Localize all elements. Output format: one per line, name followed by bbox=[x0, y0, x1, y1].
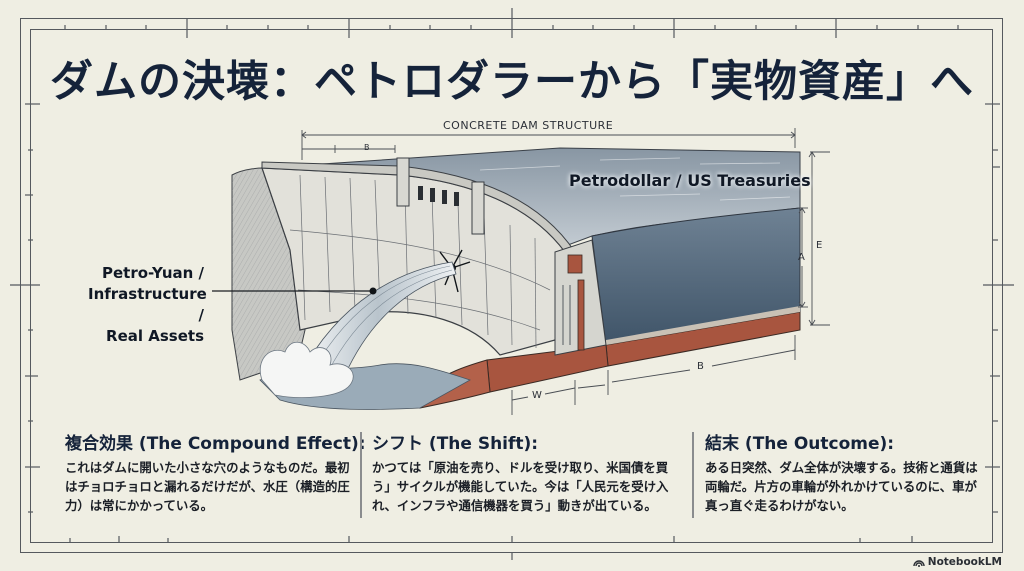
dam-structure-label: CONCRETE DAM STRUCTURE bbox=[443, 119, 614, 132]
crack-icon bbox=[435, 249, 471, 293]
column-outcome: 結末 (The Outcome): ある日突然、ダム全体が決壊する。技術と通貨は… bbox=[705, 432, 985, 515]
outflow-callout-line: Infrastructure / bbox=[88, 285, 207, 324]
dim-label-top: B bbox=[364, 143, 370, 152]
dim-label-b: B bbox=[697, 361, 705, 372]
column-divider bbox=[360, 432, 362, 518]
spray-foam bbox=[259, 341, 354, 398]
column-body: これはダムに開いた小さな穴のようなものだ。最初はチョロチョロと漏れるだけだが、水… bbox=[65, 460, 350, 513]
column-body: ある日突然、ダム全体が決壊する。技術と通貨は両輪だ。片方の車輪が外れかけているの… bbox=[705, 460, 978, 513]
column-body: かつては「原油を売り、ドルを受け取り、米国債を買う」サイクルが機能していた。今は… bbox=[372, 460, 669, 513]
column-shift: シフト (The Shift): かつては「原油を売り、ドルを受け取り、米国債を… bbox=[372, 432, 677, 515]
notebooklm-icon bbox=[913, 560, 925, 567]
column-divider bbox=[692, 432, 694, 518]
outflow-callout-line: Real Assets bbox=[106, 327, 204, 345]
dim-label-e: E bbox=[816, 240, 823, 251]
column-compound-effect: 複合効果 (The Compound Effect): これはダムに開いた小さな… bbox=[65, 432, 366, 515]
outflow-callout: Petro-Yuan / Infrastructure / Real Asset… bbox=[88, 263, 207, 347]
brand-label: NotebookLM bbox=[927, 556, 1002, 568]
dim-label-a: A bbox=[798, 252, 806, 263]
column-heading: 結末 (The Outcome): bbox=[705, 434, 895, 454]
reservoir-callout: Petrodollar / US Treasuries bbox=[569, 171, 811, 190]
column-heading: 複合効果 (The Compound Effect): bbox=[65, 434, 366, 454]
outflow-callout-line: Petro-Yuan / bbox=[101, 264, 204, 282]
column-heading: シフト (The Shift): bbox=[372, 434, 539, 454]
page-title: ダムの決壊：ペトロダラーから「実物資産」へ bbox=[50, 57, 974, 107]
notebooklm-watermark: NotebookLM bbox=[913, 556, 1002, 568]
dim-label-w: W bbox=[532, 390, 543, 401]
